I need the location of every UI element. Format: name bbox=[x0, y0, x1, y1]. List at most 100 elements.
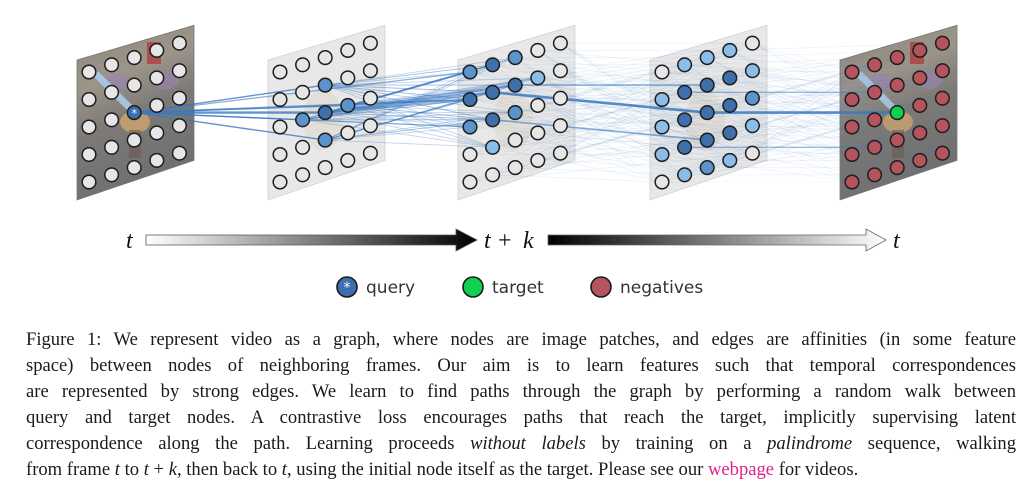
graph-node bbox=[699, 105, 715, 121]
edge-frame4-to-frame5 bbox=[729, 77, 853, 100]
edge-frame3-to-frame4 bbox=[537, 132, 685, 148]
edge-frame4-to-frame5 bbox=[752, 42, 853, 73]
edge-frame4-to-frame5 bbox=[707, 57, 943, 71]
graph-node bbox=[744, 90, 760, 106]
legend: * query target negatives bbox=[336, 276, 703, 298]
graph-node bbox=[507, 77, 523, 93]
edge-frame4-to-frame5 bbox=[684, 92, 875, 176]
figure-caption: Figure 1: We represent video as a graph,… bbox=[26, 327, 1016, 483]
edge-frame4-to-frame5 bbox=[684, 57, 898, 148]
edge-frame4-to-frame5 bbox=[707, 50, 920, 141]
negative-node bbox=[867, 167, 883, 183]
math-k: k bbox=[168, 459, 177, 480]
edge-frame3-to-frame4 bbox=[560, 97, 663, 100]
graph-node bbox=[530, 97, 546, 113]
edge-frame4-to-frame5 bbox=[661, 64, 875, 183]
edge-frame2-to-frame3 bbox=[347, 77, 538, 106]
graph-node bbox=[295, 84, 311, 100]
graph-node bbox=[272, 64, 288, 80]
negative-node bbox=[912, 152, 928, 168]
asterisk-glyph: * bbox=[344, 280, 351, 296]
graph-node bbox=[81, 174, 97, 190]
graph-node bbox=[722, 97, 738, 113]
graph-node bbox=[317, 77, 333, 93]
edge-frame3-to-frame4 bbox=[469, 71, 685, 93]
edge-frame3-to-frame4 bbox=[537, 50, 663, 128]
asterisk-node-icon bbox=[336, 276, 358, 298]
edge-frame3-to-frame4 bbox=[560, 42, 753, 71]
edge-frame3-to-frame4 bbox=[469, 126, 753, 154]
caption-text: to bbox=[119, 459, 144, 480]
edge-frame3-to-frame4 bbox=[492, 64, 685, 148]
edge-frame3-to-frame4 bbox=[560, 42, 663, 100]
graph-node bbox=[507, 160, 523, 176]
webpage-link[interactable]: webpage bbox=[707, 459, 775, 480]
graph-node bbox=[654, 146, 670, 163]
edge-frame3-to-frame4 bbox=[560, 125, 730, 161]
edge-query-to-frame2 bbox=[134, 84, 326, 114]
timeline-start-label: t bbox=[126, 228, 134, 254]
graph-node bbox=[722, 152, 738, 168]
graph-node bbox=[362, 118, 378, 134]
graph-node bbox=[104, 139, 120, 155]
target-node bbox=[889, 105, 905, 121]
graph-node bbox=[677, 84, 693, 100]
edge-frame2-to-frame3 bbox=[325, 57, 516, 86]
edge-frame4-to-frame5 bbox=[684, 92, 943, 99]
caption-text: , then back to bbox=[176, 459, 282, 480]
graph-node bbox=[530, 152, 546, 168]
legend-label-query: query bbox=[366, 278, 415, 298]
edge-frame2-to-frame3 bbox=[325, 77, 538, 141]
negative-node bbox=[867, 112, 883, 128]
edge-frame4-to-frame5 bbox=[707, 84, 875, 148]
graph-node bbox=[485, 112, 501, 128]
edge-frame4-to-frame5 bbox=[661, 71, 898, 86]
edge-frame3-to-frame4 bbox=[469, 112, 708, 155]
edge-frame4-to-frame5 bbox=[661, 99, 853, 183]
graph-node bbox=[104, 112, 120, 128]
graph-node bbox=[149, 42, 165, 58]
edge-frame2-to-frame3 bbox=[325, 84, 516, 141]
graph-node bbox=[485, 167, 501, 183]
edge-frame3-to-frame4 bbox=[537, 70, 753, 79]
legend-item-target: target bbox=[462, 276, 544, 298]
edge-highlight-path bbox=[492, 91, 708, 114]
forward-arrow bbox=[145, 228, 478, 252]
edge-frame3-to-frame4 bbox=[560, 99, 663, 126]
edge-frame3-to-frame4 bbox=[492, 84, 708, 148]
edge-frame3-to-frame4 bbox=[537, 105, 685, 148]
negative-node bbox=[844, 146, 860, 163]
edge-frame2-to-frame3 bbox=[325, 139, 493, 148]
edge-frame4-to-frame5 bbox=[684, 64, 943, 99]
graph-node bbox=[295, 112, 311, 128]
graph-node bbox=[677, 57, 693, 73]
edge-frame4-to-frame5 bbox=[661, 105, 920, 128]
edge-frame4-to-frame5 bbox=[752, 42, 875, 93]
edge-frame3-to-frame4 bbox=[537, 105, 708, 168]
edge-frame3-to-frame4 bbox=[515, 57, 730, 79]
timeline-mid-t: t bbox=[484, 228, 492, 254]
edge-frame3-to-frame4 bbox=[492, 147, 663, 183]
negative-node bbox=[934, 145, 950, 161]
edge-frame4-to-frame5 bbox=[752, 70, 875, 93]
edge-frame4-to-frame5 bbox=[684, 119, 853, 155]
graph-node bbox=[317, 50, 333, 66]
edge-frame4-to-frame5 bbox=[684, 64, 920, 79]
edge-frame4-to-frame5 bbox=[729, 42, 943, 161]
edge-frame4-to-frame5 bbox=[752, 70, 920, 134]
edge-frame3-to-frame4 bbox=[515, 57, 708, 168]
edge-frame3-to-frame4 bbox=[492, 92, 730, 106]
graph-node bbox=[171, 90, 187, 106]
edge-frame4-to-frame5 bbox=[684, 57, 898, 93]
graph-node bbox=[699, 132, 715, 148]
edge-frame4-to-frame5 bbox=[729, 105, 920, 161]
edge-frame3-to-frame4 bbox=[492, 105, 730, 121]
negative-node bbox=[934, 35, 950, 51]
green-node-icon bbox=[462, 276, 484, 298]
graph-node bbox=[699, 77, 715, 93]
edge-frame3-to-frame4 bbox=[537, 70, 753, 134]
graph-node bbox=[507, 132, 523, 148]
edge-frame3-to-frame4 bbox=[560, 99, 663, 154]
graph-node bbox=[295, 139, 311, 155]
edge-frame4-to-frame5 bbox=[707, 112, 875, 148]
